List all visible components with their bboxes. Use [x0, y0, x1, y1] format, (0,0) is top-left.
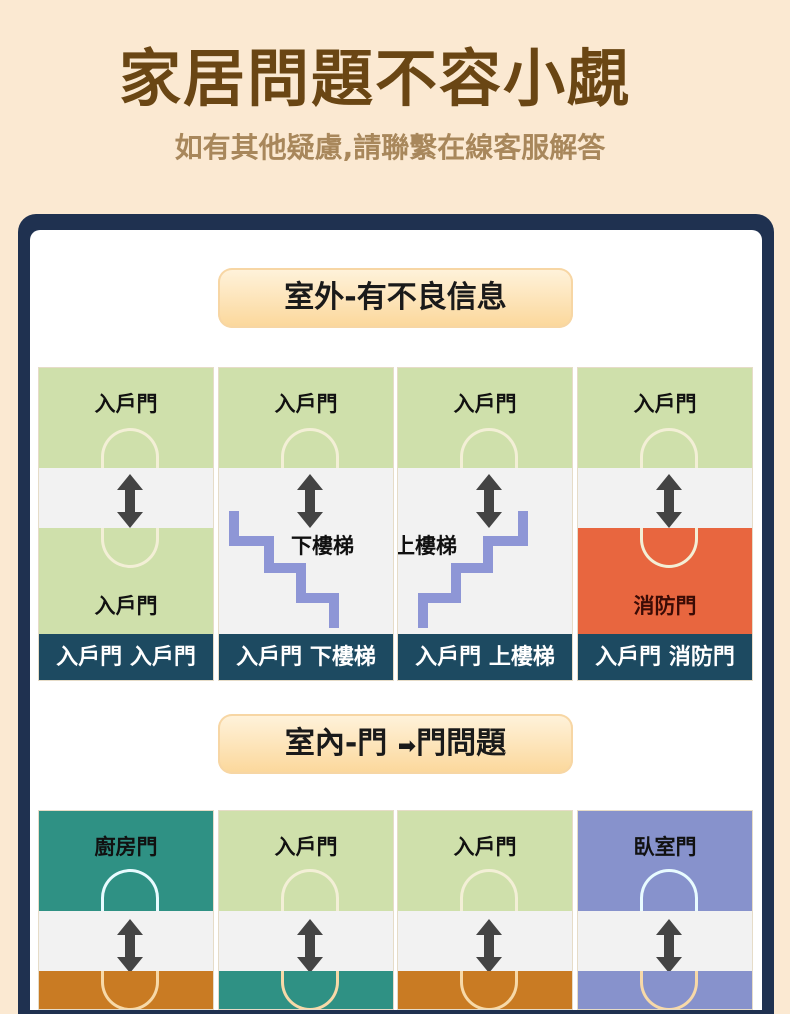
double-arrow-icon — [476, 919, 502, 973]
door-icon — [460, 428, 518, 468]
panel: 廚房門 — [38, 810, 214, 1010]
door-icon — [460, 869, 518, 911]
panel-top-label: 入戶門 — [94, 392, 158, 416]
stairs-icon — [229, 506, 349, 630]
section-heading-indoor: 室內-門 ➡門問題 — [218, 714, 573, 774]
panel: 入戶門上樓梯入戶門 上樓梯 — [397, 367, 573, 681]
door-icon — [281, 428, 339, 468]
heading-part: 室內-門 — [284, 726, 388, 761]
panel: 入戶門入戶門入戶門 入戶門 — [38, 367, 214, 681]
section-heading-outdoor: 室外-有不良信息 — [218, 268, 573, 328]
panel: 入戶門 — [218, 810, 394, 1010]
double-arrow-icon — [297, 474, 323, 528]
double-arrow-icon — [117, 474, 143, 528]
stair-label: 上樓梯 — [398, 530, 459, 560]
arrow-right-icon: ➡ — [397, 734, 417, 759]
door-icon — [101, 528, 159, 568]
double-arrow-icon — [476, 474, 502, 528]
door-icon — [101, 869, 159, 911]
panel-caption: 入戶門 上樓梯 — [398, 634, 572, 680]
heading-part: 門問題 — [416, 726, 507, 761]
panel: 入戶門消防門入戶門 消防門 — [577, 367, 753, 681]
panel-caption: 入戶門 消防門 — [578, 634, 752, 680]
double-arrow-icon — [297, 919, 323, 973]
door-icon — [640, 428, 698, 468]
page-subtitle: 如有其他疑慮,請聯繫在線客服解答 — [174, 131, 606, 164]
double-arrow-icon — [656, 474, 682, 528]
panel-top-label: 入戶門 — [453, 392, 517, 416]
panel: 入戶門下樓梯入戶門 下樓梯 — [218, 367, 394, 681]
stairs-icon — [408, 506, 528, 630]
door-icon — [281, 869, 339, 911]
stair-label: 下樓梯 — [289, 530, 356, 560]
door-icon — [640, 869, 698, 911]
panel-caption: 入戶門 下樓梯 — [219, 634, 393, 680]
panel-bottom-label: 入戶門 — [94, 594, 158, 618]
page-title: 家居問題不容小覷 — [118, 42, 631, 115]
door-icon — [101, 428, 159, 468]
door-icon — [640, 528, 698, 568]
panel-top-label: 入戶門 — [274, 392, 338, 416]
panel-caption: 入戶門 入戶門 — [39, 634, 213, 680]
panel: 入戶門 — [397, 810, 573, 1010]
panel-top-label: 入戶門 — [633, 392, 697, 416]
panel-bottom-label: 消防門 — [633, 594, 697, 618]
panel-top-label: 臥室門 — [633, 835, 697, 859]
panel-top-label: 入戶門 — [453, 835, 517, 859]
double-arrow-icon — [656, 919, 682, 973]
panel-top-label: 入戶門 — [274, 835, 338, 859]
double-arrow-icon — [117, 919, 143, 973]
panel: 臥室門 — [577, 810, 753, 1010]
panel-top-label: 廚房門 — [94, 835, 158, 859]
